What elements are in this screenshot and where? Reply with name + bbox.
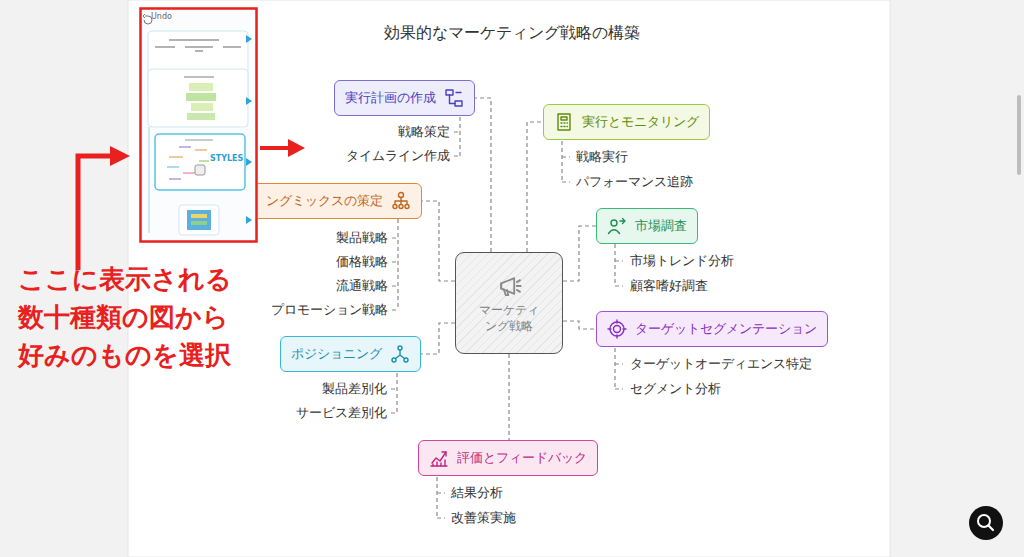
- sub-item: 戦略策定: [398, 123, 450, 141]
- page-sheet: [128, 0, 890, 557]
- branch-box: ターゲットセグメンテーション: [596, 311, 828, 347]
- sub-item: 市場トレンド分析: [630, 252, 734, 270]
- sub-item: 結果分析: [451, 484, 503, 502]
- branch-connector: [508, 354, 509, 440]
- branch-connector: [422, 201, 455, 281]
- search-button: [969, 506, 1003, 540]
- sub-item: 製品差別化: [322, 380, 387, 398]
- node-icon: [607, 216, 627, 236]
- sub-item: 流通戦略: [336, 277, 388, 295]
- style-panel: UndoSTYLES: [139, 7, 258, 243]
- branch-connector: [475, 98, 491, 252]
- sub-item: 製品戦略: [336, 229, 388, 247]
- node-icon: [390, 344, 410, 364]
- node-icon: [607, 319, 627, 339]
- styles-tag: STYLES: [210, 154, 243, 164]
- node-icon: [554, 112, 574, 132]
- branch-connector: [527, 122, 543, 252]
- sub-item: プロモーション戦略: [271, 301, 388, 319]
- branch-title: ターゲットセグメンテーション: [635, 320, 817, 338]
- branch-connector: [563, 321, 596, 329]
- sub-item: 顧客嗜好調査: [630, 277, 708, 295]
- sub-item: タイムライン作成: [346, 147, 450, 165]
- scrollbar: [1017, 95, 1021, 175]
- branch-box: 実行計画の作成: [334, 80, 475, 116]
- sub-item: ターゲットオーディエンス特定: [630, 355, 812, 373]
- branch-box: 実行とモニタリング: [543, 104, 710, 140]
- node-icon: [391, 191, 411, 211]
- sub-item: 戦略実行: [576, 148, 628, 166]
- sub-item: 改善策実施: [451, 509, 516, 527]
- node-icon: [429, 448, 449, 468]
- branch-box: 評価とフィードバック: [418, 440, 598, 476]
- branch-connector: [421, 323, 455, 354]
- sub-item: セグメント分析: [630, 380, 721, 398]
- sub-item: サービス差別化: [296, 404, 387, 422]
- branch-title: ポジショニング: [291, 345, 382, 363]
- callout-note: ここに表示される 数十種類の図から 好みのものを選択: [18, 260, 234, 374]
- branch-connector: [563, 226, 596, 281]
- undo-button: Undo: [151, 12, 172, 22]
- branch-title: 市場調査: [635, 217, 687, 235]
- topic-text: マーケティング戦略: [477, 302, 541, 334]
- node-icon: [496, 273, 522, 299]
- branch-box: ポジショニング: [280, 336, 421, 372]
- branch-box: ングミックスの策定: [241, 183, 422, 219]
- branch-box: 市場調査: [596, 208, 698, 244]
- sub-item: パフォーマンス追跡: [576, 173, 693, 191]
- branch-title: 評価とフィードバック: [457, 449, 587, 467]
- central-topic: マーケティング戦略: [455, 252, 563, 354]
- thumbnail-list: [139, 7, 258, 243]
- branch-title: 実行計画の作成: [345, 89, 436, 107]
- branch-title: 実行とモニタリング: [582, 113, 699, 131]
- branch-title: ングミックスの策定: [266, 192, 383, 210]
- sub-item: 価格戦略: [336, 253, 388, 271]
- node-icon: [444, 88, 464, 108]
